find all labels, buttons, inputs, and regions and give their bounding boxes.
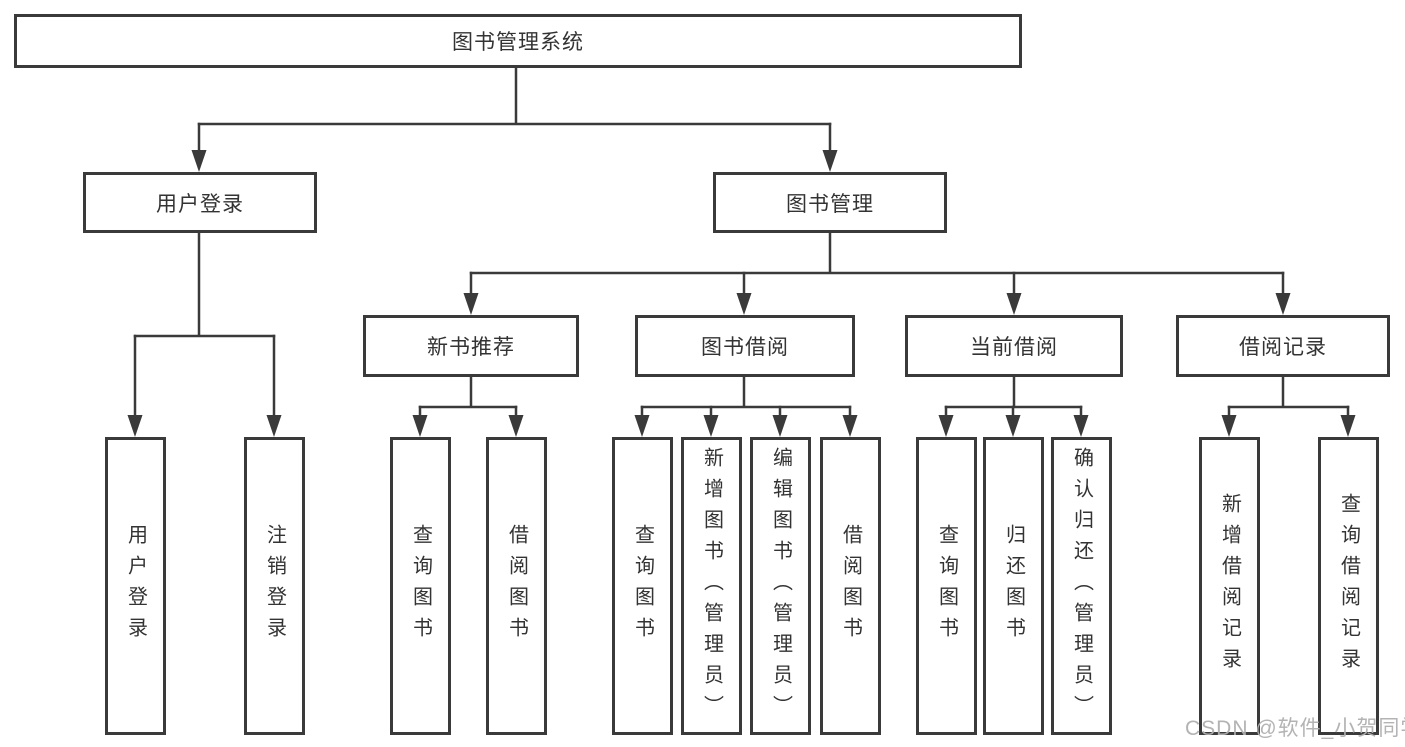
leaf-logout: 注销登录 bbox=[244, 437, 305, 735]
leaf-borrow-books: 借阅图书 bbox=[820, 437, 881, 735]
leaf-borrow-books: 借阅图书 bbox=[486, 437, 547, 735]
leaf-edit-books-admin: 编辑图书（管理员） bbox=[750, 437, 811, 735]
connector-current-borrowing bbox=[938, 377, 1089, 437]
leaf-query-books: 查询图书 bbox=[916, 437, 977, 735]
connector-borrowing-records bbox=[1221, 377, 1356, 437]
leaf-add-books-admin: 新增图书（管理员） bbox=[681, 437, 742, 735]
node-current-borrowing: 当前借阅 bbox=[905, 315, 1123, 377]
node-system-root: 图书管理系统 bbox=[14, 14, 1022, 68]
node-book-management: 图书管理 bbox=[713, 172, 947, 233]
connector-book-borrowing bbox=[634, 377, 858, 437]
connector-new-book bbox=[412, 377, 524, 437]
leaf-query-books: 查询图书 bbox=[612, 437, 673, 735]
node-user-login: 用户登录 bbox=[83, 172, 317, 233]
node-new-book-recommend: 新书推荐 bbox=[363, 315, 579, 377]
connector-root bbox=[191, 68, 838, 172]
leaf-query-books: 查询图书 bbox=[390, 437, 451, 735]
connector-user-login bbox=[127, 233, 282, 437]
csdn-watermark: CSDN @软件_小贺同学 bbox=[1185, 717, 1405, 740]
connector-book-management bbox=[463, 233, 1291, 315]
leaf-confirm-return-admin: 确认归还（管理员） bbox=[1051, 437, 1112, 735]
node-borrowing-records: 借阅记录 bbox=[1176, 315, 1390, 377]
leaf-return-books: 归还图书 bbox=[983, 437, 1044, 735]
leaf-user-login: 用户登录 bbox=[105, 437, 166, 735]
leaf-query-borrow-record: 查询借阅记录 bbox=[1318, 437, 1379, 735]
node-book-borrowing: 图书借阅 bbox=[635, 315, 855, 377]
leaf-add-borrow-record: 新增借阅记录 bbox=[1199, 437, 1260, 735]
